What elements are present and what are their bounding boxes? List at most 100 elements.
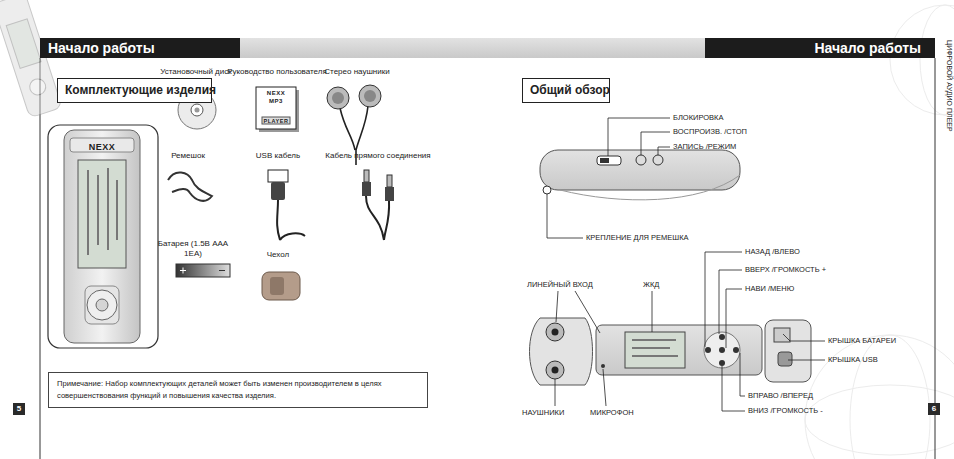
nav-pad: [704, 332, 740, 368]
leader-line: [726, 289, 742, 348]
leader-line: [783, 334, 825, 341]
down-button: [719, 360, 725, 366]
hold-knob: [600, 158, 609, 163]
callout-label: ЛИНЕЙНЫЙ ВХОД: [527, 280, 617, 289]
globe-watermark: [805, 5, 954, 459]
screen-line: [632, 339, 676, 341]
leader-line: [608, 118, 670, 156]
leader-line: [722, 366, 745, 411]
earbud: [327, 87, 349, 109]
section-heading: Комплектующие изделия: [57, 78, 212, 103]
page-number: 5: [13, 403, 25, 415]
screen-line: [116, 180, 118, 240]
node-text: Комплектующие изделия: [65, 79, 204, 102]
part-name: Руководство пользователя: [222, 67, 332, 77]
jack-tip: [387, 175, 392, 187]
leader-line: [547, 194, 583, 238]
callout-label: ЖКД: [643, 280, 673, 289]
screen-lines: [88, 168, 117, 255]
manual-cover: [256, 87, 296, 129]
globe-parallel: [805, 385, 954, 455]
player-cap: [70, 138, 134, 152]
leader-line: [652, 291, 653, 332]
screen-line: [97, 175, 99, 245]
leader-line: [555, 379, 556, 406]
battery-body: [176, 264, 230, 277]
case: [262, 272, 300, 300]
callout-label: ВНИЗ /ГРОМКОСТЬ -: [748, 406, 858, 415]
leader-line: [740, 353, 745, 396]
screen-line: [632, 347, 670, 349]
jack-body: [362, 182, 371, 196]
leader-line: [641, 132, 670, 155]
leader-lines: [547, 118, 825, 411]
leader-line: [658, 147, 670, 155]
player-screen: [78, 160, 126, 268]
globe-circle: [805, 335, 954, 459]
header-band: [240, 38, 705, 58]
jack-wire: [366, 196, 389, 240]
side-body: [540, 150, 740, 190]
mic-hole: [601, 364, 605, 368]
callout-label: МИКРОФОН: [590, 408, 650, 417]
rec-button: [653, 155, 663, 165]
cover-text: PLAYER: [256, 118, 296, 125]
cover-text: MP3: [256, 98, 296, 105]
side-title: ЦИФРОВОЙ АУДИО ПЛЕЕР: [945, 40, 953, 190]
header-band: Начало работы: [705, 38, 935, 58]
left-button: [705, 347, 711, 353]
earbud: [359, 85, 381, 107]
screen-line: [87, 170, 89, 255]
screen-line: [107, 168, 109, 250]
usb-cable: [268, 170, 305, 240]
callout-label: НАЗАД /ВЛЕВО: [745, 247, 845, 256]
earbud-grille: [364, 90, 376, 102]
callout-label: КРЫШКА USB: [828, 355, 928, 364]
node-text: Начало работы: [719, 38, 921, 58]
up-button: [719, 334, 725, 340]
pad-plate: [85, 286, 119, 324]
front-body: [596, 325, 762, 375]
globe-circle: [890, 5, 954, 115]
left-end-cap: [530, 318, 593, 385]
right-button: [733, 347, 739, 353]
nav-button: [96, 299, 108, 311]
part-name: Кабель прямого соединения: [313, 151, 443, 161]
strap: [168, 172, 212, 200]
leader-line: [603, 369, 606, 406]
part-name: Чехол: [253, 250, 303, 260]
player-front: [64, 130, 140, 343]
line-cable: [362, 170, 394, 240]
node-text: Начало работы: [48, 38, 232, 58]
strap-hole: [543, 186, 551, 194]
line-in-jack: [546, 323, 564, 341]
headphone-jack: [546, 361, 564, 379]
part-name: Батарея (1.5В AAA 1EA): [157, 239, 229, 258]
brand-logo: NEXX: [256, 90, 296, 97]
disc-hub: [191, 104, 203, 116]
node-text: 5: [13, 403, 25, 415]
jack-tip: [364, 170, 369, 182]
globe-meridian: [850, 335, 930, 459]
callout-label: ВВЕРХ /ГРОМКОСТЬ +: [745, 265, 855, 274]
callout-label: ВПРАВО /ВПЕРЕД: [748, 391, 848, 400]
corner-player: [0, 0, 62, 118]
earbud-grille: [332, 92, 344, 104]
case-window: [270, 277, 284, 295]
jack-body: [385, 187, 394, 201]
callout-label: НАВИ /МЕНЮ: [745, 284, 845, 293]
player-pad: [28, 77, 48, 97]
device-frame: [48, 125, 158, 348]
usb-wire: [277, 200, 305, 240]
leader-line: [719, 270, 742, 334]
callout-label: ЗАПИСЬ /РЕЖИМ: [673, 142, 783, 151]
callout-label: КРЫШКА БАТАРЕИ: [828, 336, 928, 345]
side-curve: [560, 175, 740, 200]
page-rule: [40, 58, 41, 459]
player-side: [540, 150, 740, 200]
plus-sign: [183, 268, 184, 274]
hold-switch: [597, 156, 621, 165]
case-body: [262, 272, 300, 300]
usb-plug-body: [271, 182, 285, 200]
